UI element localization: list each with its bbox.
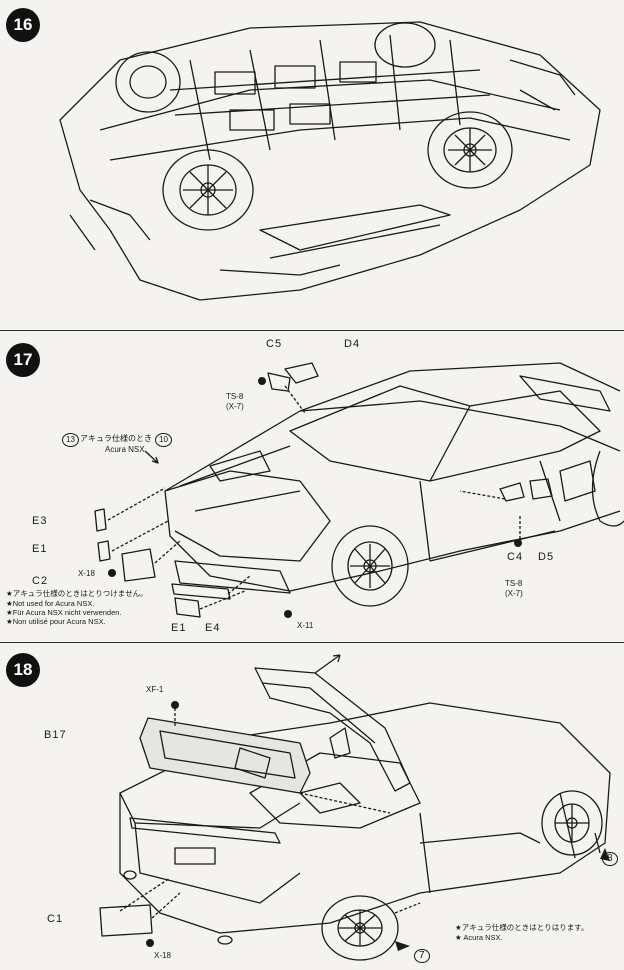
label-e3: E3 xyxy=(32,515,48,527)
label-x7-right: (X-7) xyxy=(505,589,523,598)
step-17-note-de: ★Für Acura NSX nicht verwenden. xyxy=(6,608,122,617)
label-c5: C5 xyxy=(266,338,283,350)
label-acura-en: Acura NSX xyxy=(105,445,145,454)
step-18-badge: 18 xyxy=(6,653,40,687)
step-17-note-jp: ★アキュラ仕様のときはとりつけません。 xyxy=(6,589,148,598)
divider-16-17 xyxy=(0,330,624,331)
step-16-badge: 16 xyxy=(6,8,40,42)
label-acura-jp: アキュラ仕様のとき xyxy=(80,434,152,443)
step-17-panel: 17 xyxy=(0,331,624,642)
label-x11: X-11 xyxy=(297,621,314,630)
label-ts8-right: TS-8 xyxy=(505,579,523,588)
label-acura-step-a: 13 xyxy=(62,433,79,447)
label-x7-top: (X-7) xyxy=(226,402,244,411)
label-c4: C4 xyxy=(507,551,524,563)
divider-17-18 xyxy=(0,642,624,643)
car-rear-illustration xyxy=(99,654,611,961)
label-x18-bottom: X-18 xyxy=(154,951,171,960)
label-e1-left: E1 xyxy=(32,543,48,555)
step-17-note-fr: ★Non utilisé pour Acura NSX. xyxy=(6,617,106,626)
step-16-panel: 16 xyxy=(0,0,624,330)
step-18-note-jp: ★アキュラ仕様のときはとりはります。 xyxy=(455,923,589,932)
label-e4: E4 xyxy=(205,622,221,634)
label-xf1: XF-1 xyxy=(146,685,164,694)
label-d5: D5 xyxy=(538,551,555,563)
label-c1: C1 xyxy=(47,913,64,925)
label-c2: C2 xyxy=(32,575,49,587)
step-17-note-en: ★Not used for Acura NSX. xyxy=(6,599,95,608)
label-e1-bottom: E1 xyxy=(171,622,187,634)
car-underside-illustration xyxy=(59,21,601,301)
label-d4: D4 xyxy=(344,338,361,350)
step-18-panel: 18 xyxy=(0,643,624,970)
label-b17: B17 xyxy=(44,729,67,741)
label-x18: X-18 xyxy=(78,569,95,578)
label-acura-step-b: 10 xyxy=(155,433,172,447)
car-front-illustration xyxy=(94,362,624,618)
step-18-note-en: ★ Acura NSX. xyxy=(455,933,503,942)
label-ref-step-7: 7 xyxy=(414,949,430,963)
step-17-badge: 17 xyxy=(6,343,40,377)
label-ref-step-8: 8 xyxy=(602,852,618,866)
label-ts8-top: TS-8 xyxy=(226,392,244,401)
